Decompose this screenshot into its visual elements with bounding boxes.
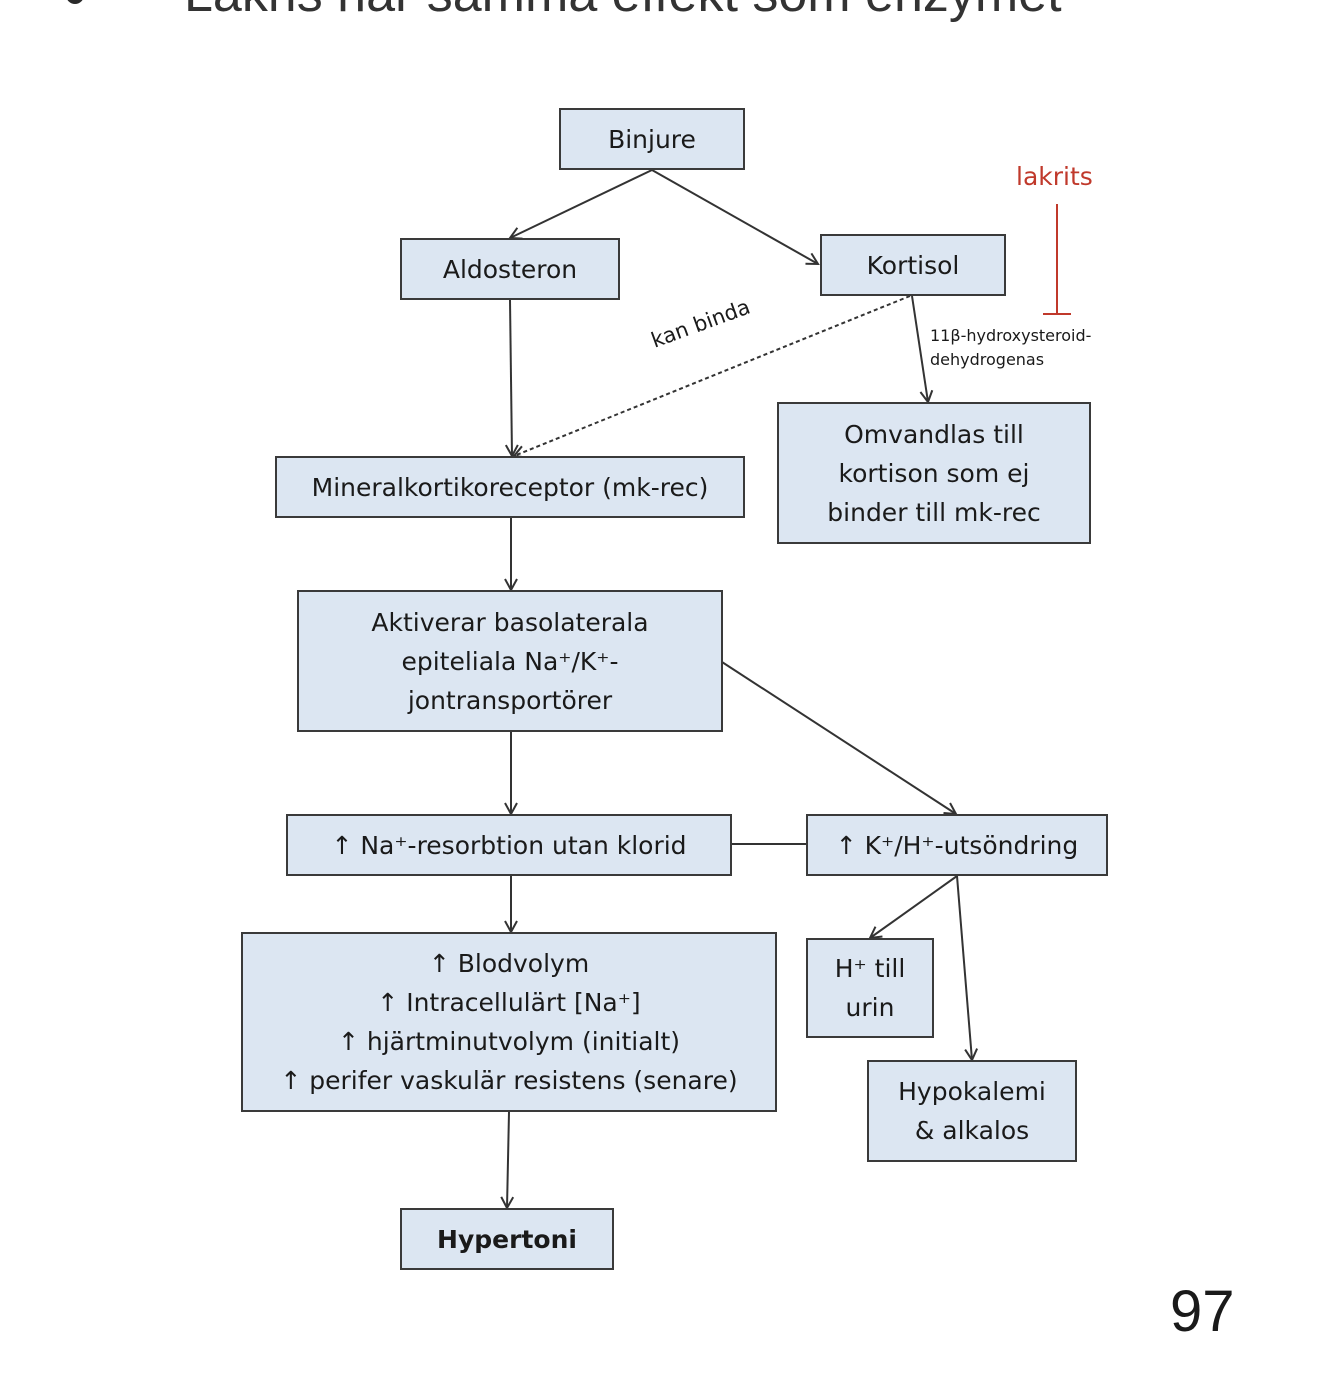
arrow-k-hypokalemi (956, 875, 972, 1060)
node-kortisol: Kortisol (820, 234, 1006, 296)
node-binjure: Binjure (559, 108, 745, 170)
node-h-till-urin: H⁺ till urin (806, 938, 934, 1038)
page-number: 97 (1170, 1279, 1235, 1344)
lakrits-label: lakrits (1016, 162, 1093, 191)
node-kortisol-label: Kortisol (866, 250, 960, 280)
node-hypokalemi-line-2: & alkalos (914, 1116, 1030, 1145)
node-aktiverar-line-2: epiteliala Na⁺/K⁺- (401, 646, 619, 676)
node-k-h-secretion-label: ↑ K⁺/H⁺-utsöndring (835, 830, 1079, 860)
node-effects-line-4: ↑ perifer vaskulär resistens (senare) (280, 1066, 738, 1095)
node-effects-line-3: ↑ hjärtminutvolym (initialt) (337, 1027, 681, 1056)
arrow-k-h (870, 875, 958, 938)
node-effects-line-1: ↑ Blodvolym (428, 949, 590, 978)
node-hypokalemi-line-1: Hypokalemi (898, 1077, 1046, 1106)
node-binjure-label: Binjure (608, 124, 696, 154)
enzyme-label: 11β-hydroxysteroid- dehydrogenas (930, 326, 1092, 369)
node-omvandlas-line-3: binder till mk-rec (827, 497, 1041, 527)
node-aktiverar-line-3: jontransportörer (407, 685, 613, 715)
arrow-kortisol-omvandlas (911, 295, 928, 402)
node-effects-line-2: ↑ Intracellulärt [Na⁺] (377, 988, 641, 1017)
node-na-resorption-label: ↑ Na⁺-resorbtion utan klorid (331, 830, 687, 860)
arrow-effects-hypertoni (507, 1111, 509, 1208)
bullet-line: Lakris har samma effekt som enzymet (0, 0, 1334, 24)
arrow-binjure-aldosteron (510, 169, 653, 238)
arrow-kortisol-mkrec-dashed (514, 295, 911, 456)
node-hypokalemi: Hypokalemi & alkalos (867, 1060, 1077, 1162)
node-hypertoni: Hypertoni (400, 1208, 614, 1270)
arrow-aktiverar-k (721, 661, 956, 814)
node-na-resorption: ↑ Na⁺-resorbtion utan klorid (286, 814, 732, 876)
node-aktiverar-line-1: Aktiverar basolaterala (371, 607, 649, 637)
node-aldosteron-label: Aldosteron (442, 254, 578, 284)
bullet-text: Lakris har samma effekt som enzymet (184, 0, 1062, 24)
node-omvandlas: Omvandlas till kortison som ej binder ti… (777, 402, 1091, 544)
node-aldosteron: Aldosteron (400, 238, 620, 300)
node-effects: ↑ Blodvolym ↑ Intracellulärt [Na⁺] ↑ hjä… (241, 932, 777, 1112)
node-k-h-secretion: ↑ K⁺/H⁺-utsöndring (806, 814, 1108, 876)
node-omvandlas-line-1: Omvandlas till (844, 419, 1024, 449)
node-h-till-urin-line-1: H⁺ till (834, 954, 906, 983)
node-mk-rec: Mineralkortikoreceptor (mk-rec) (275, 456, 745, 518)
bullet-dot-icon (66, 0, 84, 4)
node-hypertoni-label: Hypertoni (437, 1224, 577, 1254)
arrow-aldosteron-mkrec (510, 299, 512, 456)
node-omvandlas-line-2: kortison som ej (838, 458, 1030, 488)
arrow-binjure-kortisol (651, 169, 818, 264)
node-aktiverar: Aktiverar basolaterala epiteliala Na⁺/K⁺… (297, 590, 723, 732)
node-mk-rec-label: Mineralkortikoreceptor (mk-rec) (311, 472, 709, 502)
node-h-till-urin-line-2: urin (845, 993, 895, 1022)
